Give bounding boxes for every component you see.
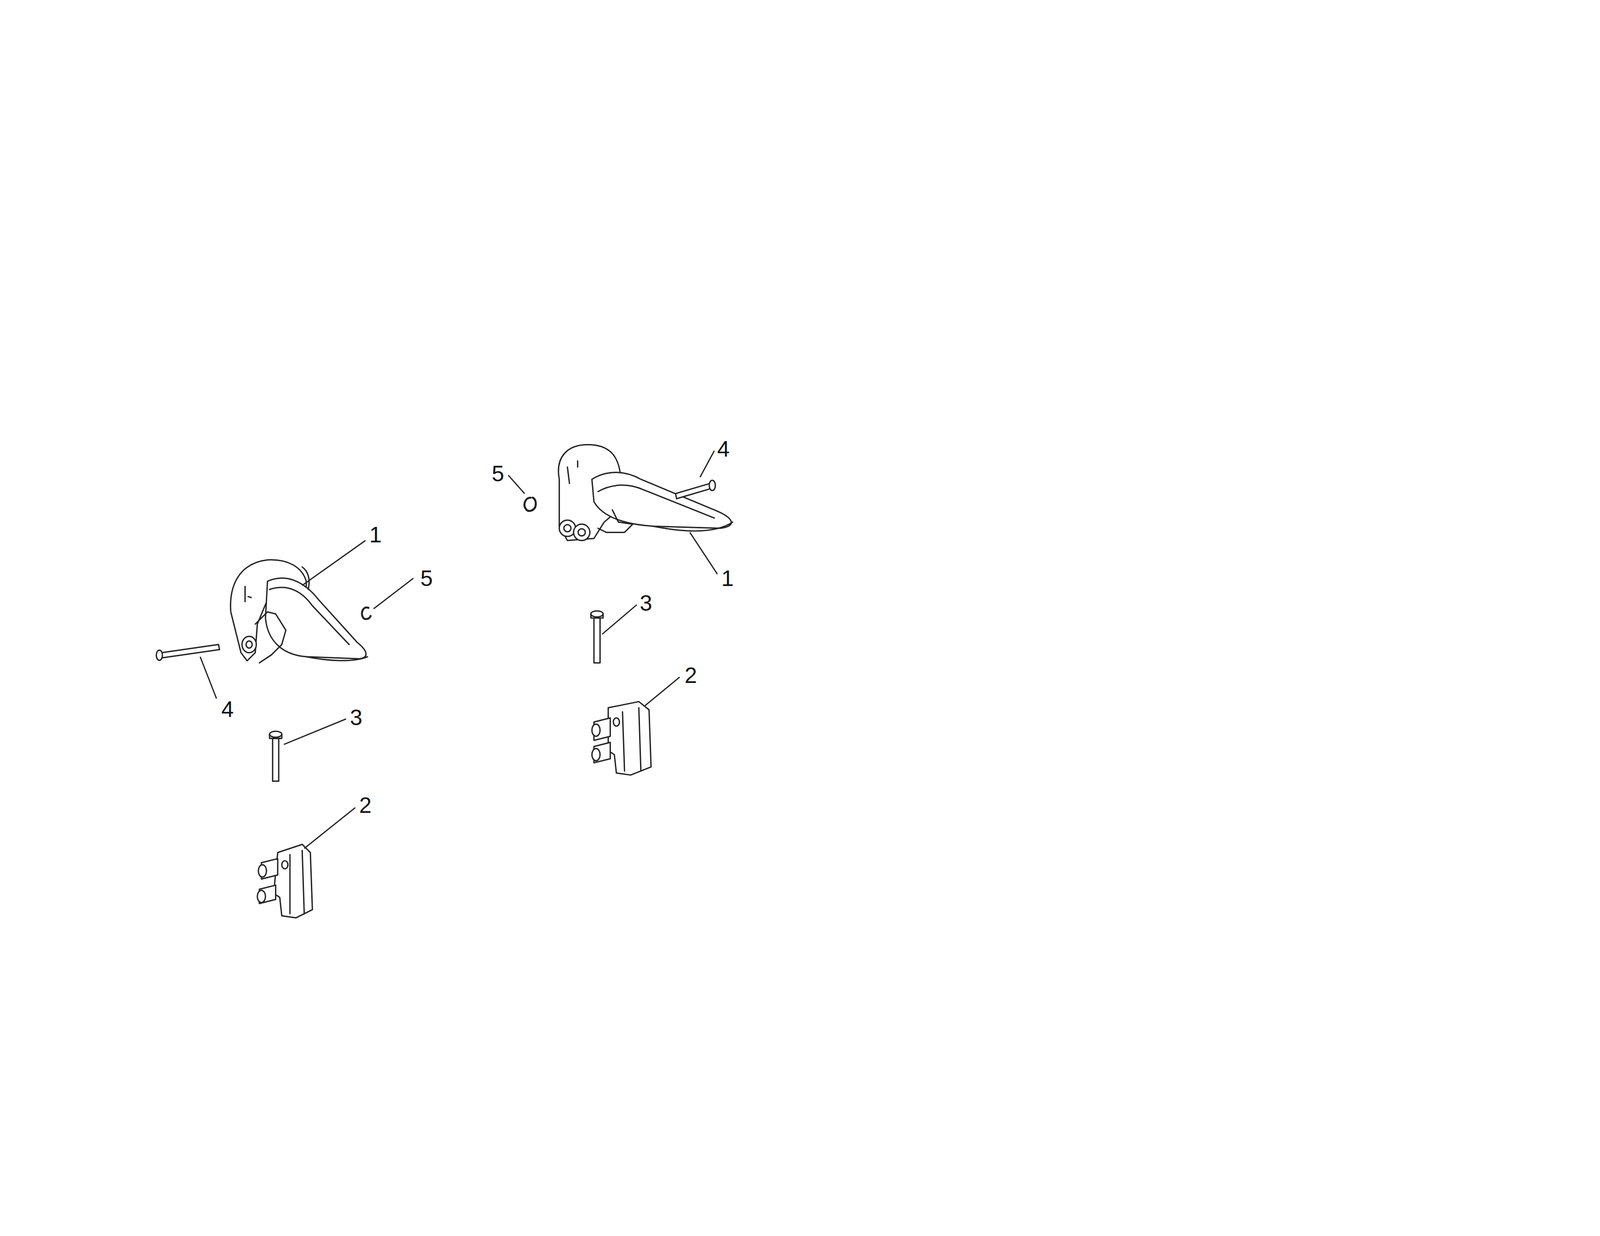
short-pin <box>269 731 282 782</box>
callout-number: 4 <box>221 698 235 721</box>
callout-number: 1 <box>721 567 735 590</box>
pedal-lever <box>230 560 368 664</box>
mounting-bracket <box>257 844 313 918</box>
mounting-bracket <box>592 702 652 776</box>
leader-lines <box>200 450 718 849</box>
pedal-lever <box>558 444 733 541</box>
callout-number: 3 <box>639 592 653 615</box>
callout-number: 5 <box>420 567 433 590</box>
short-pin <box>591 610 604 663</box>
callout-number: 2 <box>684 664 698 687</box>
retaining-clip <box>362 607 371 620</box>
pivot-pin <box>675 480 716 499</box>
callout-number: 3 <box>350 706 363 729</box>
callout-number: 1 <box>369 523 383 546</box>
pivot-pin <box>156 644 220 661</box>
callout-number: 4 <box>717 437 730 461</box>
retaining-clip <box>524 497 536 512</box>
callout-number: 2 <box>359 794 372 817</box>
callout-number: 5 <box>491 462 505 485</box>
